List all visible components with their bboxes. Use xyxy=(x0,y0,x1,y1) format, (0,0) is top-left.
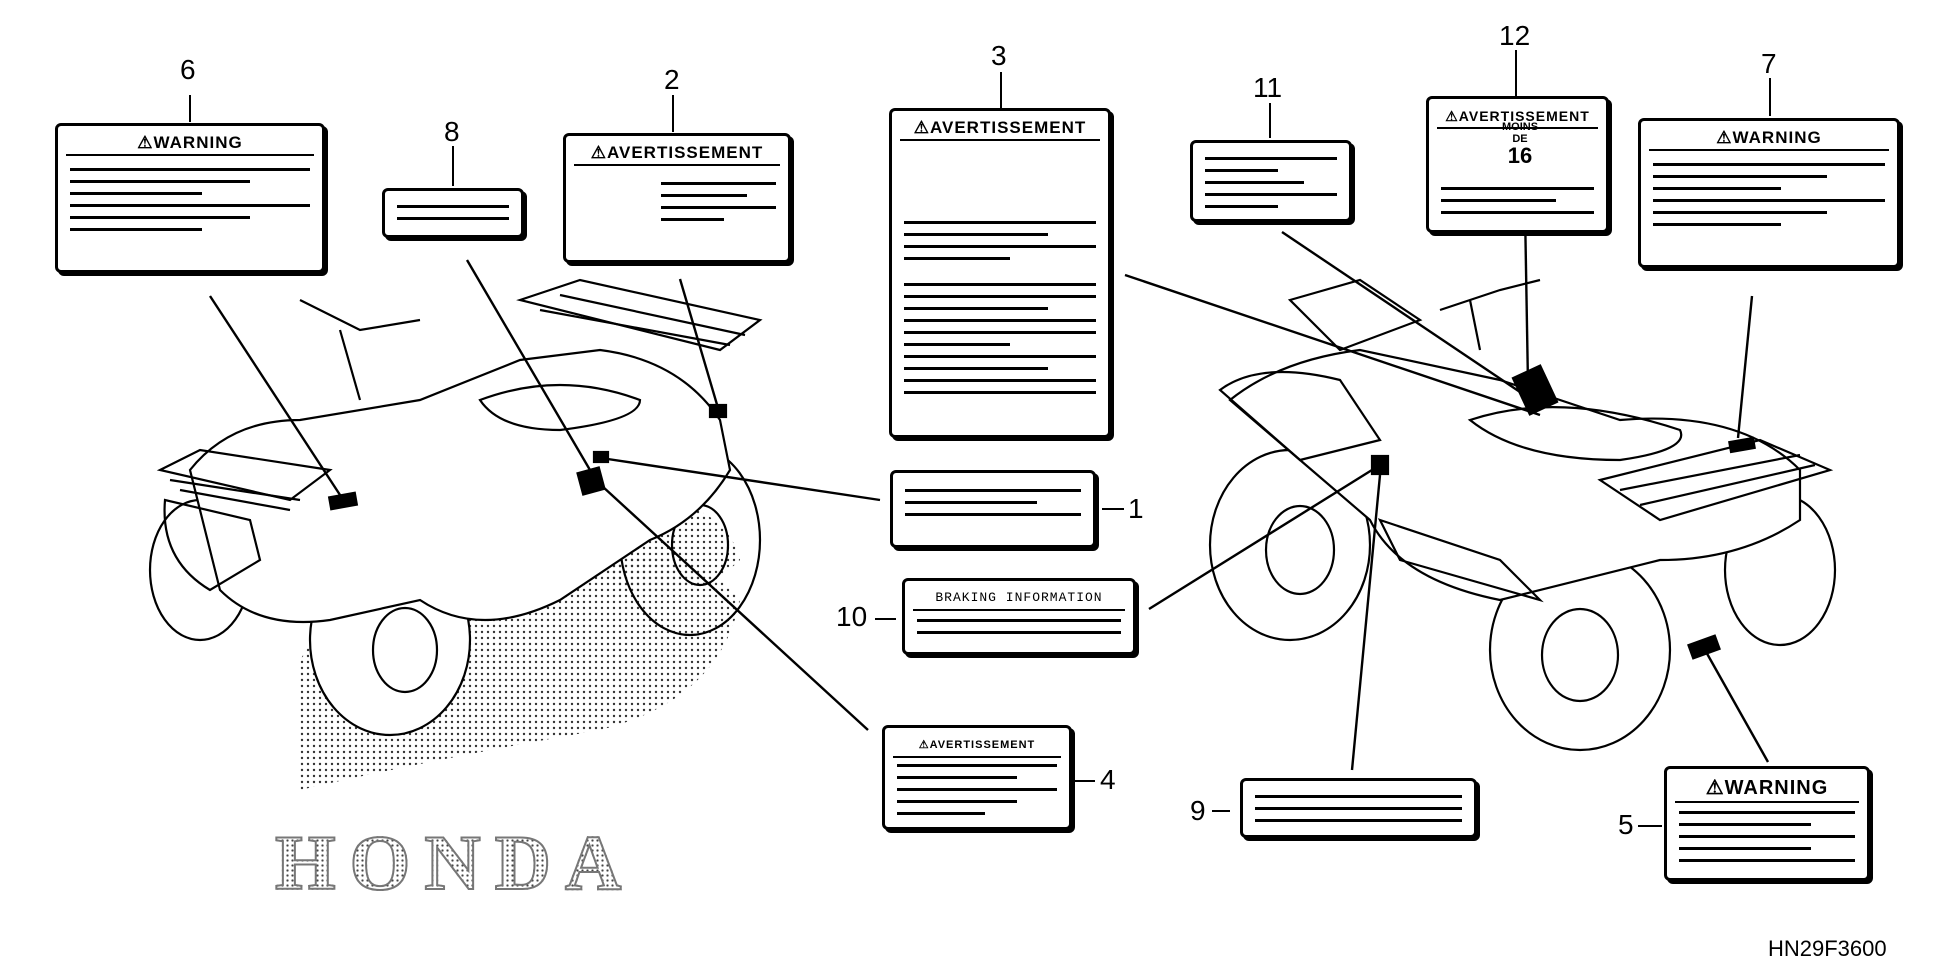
decal-3-text-lines-top xyxy=(904,221,1096,269)
decal-12-text-lines xyxy=(1441,187,1594,223)
decal-1-text-lines xyxy=(905,489,1081,525)
decal-5-text-lines xyxy=(1679,811,1855,871)
decal-7-text-lines xyxy=(1653,163,1885,235)
decal-10-heading: BRAKING INFORMATION xyxy=(913,587,1125,611)
decal-6-text-lines xyxy=(70,168,310,240)
decal-12-age: 16 xyxy=(1507,143,1533,168)
decal-12-avertissement: ⚠AVERTISSEMENT MOINS DE 16 xyxy=(1426,96,1609,233)
decal-6-heading: ⚠WARNING xyxy=(66,132,314,156)
decal-8 xyxy=(382,188,524,238)
callout-5: 5 xyxy=(1618,809,1634,840)
decal-1 xyxy=(890,470,1096,548)
diagram-code: HN29F3600 xyxy=(1768,936,1887,961)
decal-2-avertissement: ⚠AVERTISSEMENT xyxy=(563,133,791,263)
decal-8-text-lines xyxy=(397,205,509,229)
decal-11 xyxy=(1190,140,1352,222)
decal-10-braking-information: BRAKING INFORMATION xyxy=(902,578,1136,655)
atv-left-drawing xyxy=(148,278,763,737)
callout-10: 10 xyxy=(836,601,868,632)
callout-6: 6 xyxy=(180,54,196,85)
callout-8: 8 xyxy=(444,116,460,147)
callout-12: 12 xyxy=(1499,20,1531,51)
decal-4-avertissement: ⚠AVERTISSEMENT xyxy=(882,725,1072,830)
decal-5-warning: ⚠WARNING xyxy=(1664,766,1870,881)
callout-4: 4 xyxy=(1100,764,1116,795)
decal-2-heading: ⚠AVERTISSEMENT xyxy=(574,142,780,166)
decal-9-text-lines xyxy=(1255,795,1462,831)
callout-ticks xyxy=(189,50,1771,827)
callout-2: 2 xyxy=(664,64,680,95)
decal-12-age-text: MOINS DE 16 xyxy=(1501,121,1539,167)
atv-right-drawing xyxy=(1208,278,1837,752)
decal-4-heading: ⚠AVERTISSEMENT xyxy=(893,734,1061,758)
decal-4-text-lines xyxy=(897,764,1057,824)
callout-11: 11 xyxy=(1253,72,1283,103)
decal-12-heading: ⚠AVERTISSEMENT xyxy=(1437,105,1598,129)
leader-lines xyxy=(208,209,1770,771)
decal-12-moins: MOINS xyxy=(1501,121,1539,133)
callout-7: 7 xyxy=(1761,48,1777,79)
decal-9 xyxy=(1240,778,1477,838)
decal-7-heading: ⚠WARNING xyxy=(1649,127,1889,151)
callout-1: 1 xyxy=(1128,493,1144,524)
decal-3-text-lines-bottom xyxy=(904,283,1096,403)
honda-logo-text: HONDA xyxy=(274,818,636,907)
decal-2-text-lines xyxy=(661,182,776,230)
callout-3: 3 xyxy=(991,40,1007,71)
decal-5-heading: ⚠WARNING xyxy=(1675,775,1859,803)
decal-11-text-lines xyxy=(1205,157,1337,217)
decal-6-warning: ⚠WARNING xyxy=(55,123,325,273)
decal-12-de: DE xyxy=(1512,133,1528,145)
decal-10-text-lines xyxy=(917,619,1121,643)
decal-7-warning: ⚠WARNING xyxy=(1638,118,1900,268)
decal-3-heading: ⚠AVERTISSEMENT xyxy=(900,117,1100,141)
decal-3-avertissement: ⚠AVERTISSEMENT xyxy=(889,108,1111,438)
callout-9: 9 xyxy=(1190,795,1206,826)
